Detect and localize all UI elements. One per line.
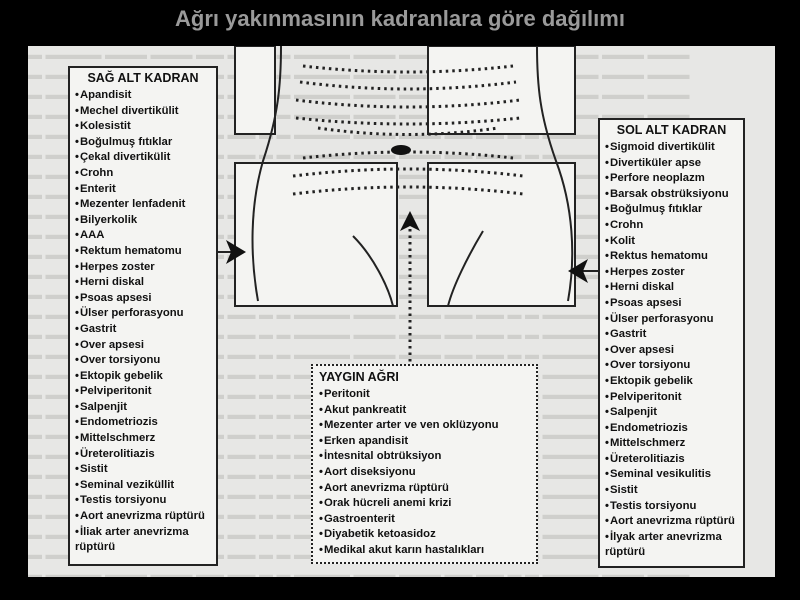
list-item: Salpenjit	[75, 400, 211, 416]
right-groin-line	[352, 235, 394, 307]
left-groin-line	[447, 230, 484, 307]
list-item: Herpes zoster	[75, 260, 211, 276]
list-item: Boğulmuş fıtıklar	[75, 135, 211, 151]
list-item: Boğulmuş fıtıklar	[605, 202, 738, 218]
list-item: Apandisit	[75, 88, 211, 104]
list-item: Sistit	[75, 462, 211, 478]
diffuse-pain-heading: YAYGIN AĞRI	[319, 370, 399, 384]
list-item: Çekal divertikülit	[75, 150, 211, 166]
lower-left-quadrant-frame	[427, 162, 576, 307]
list-item: Mezenter lenfadenit	[75, 197, 211, 213]
diffuse-pain-list: PeritonitAkut pankreatitMezenter arter v…	[319, 387, 530, 559]
list-item: Herni diskal	[75, 275, 211, 291]
list-item: Over apsesi	[75, 338, 211, 354]
list-item: Aort anevrizma rüptürü	[319, 481, 530, 497]
list-item: Gastrit	[75, 322, 211, 338]
left-lower-quadrant-list: Sigmoid divertikülitDivertiküler apsePer…	[605, 140, 738, 561]
right-lower-quadrant-list: ApandisitMechel divertikülitKolesistitBo…	[75, 88, 211, 556]
right-lower-quadrant-box: SAĞ ALT KADRAN ApandisitMechel divertikü…	[68, 66, 218, 566]
diffuse-pain-box: YAYGIN AĞRI PeritonitAkut pankreatitMeze…	[311, 364, 538, 564]
list-item: Perfore neoplazm	[605, 171, 738, 187]
left-lower-quadrant-heading: SOL ALT KADRAN	[616, 123, 727, 137]
list-item: Mittelschmerz	[605, 436, 738, 452]
list-item: Sistit	[605, 483, 738, 499]
list-item: Bilyerkolik	[75, 213, 211, 229]
list-item: Over torsiyonu	[75, 353, 211, 369]
list-item: Over torsiyonu	[605, 358, 738, 374]
list-item: Pelviperitonit	[605, 390, 738, 406]
list-item: İliak arter anevrizma	[75, 525, 211, 541]
list-item: Kolit	[605, 234, 738, 250]
list-item: Psoas apsesi	[605, 296, 738, 312]
list-item: Mittelschmerz	[75, 431, 211, 447]
list-item: Crohn	[605, 218, 738, 234]
list-item: Ülser perforasyonu	[605, 312, 738, 328]
scanned-figure: ▬ ▬▬▬▬ ▬▬▬ ▬▬▬ ▬▬ ▬▬ ▬ ▬ ▬▬▬▬ ▬▬▬ ▬▬▬ ▬▬…	[28, 46, 775, 577]
list-item: Herni diskal	[605, 280, 738, 296]
list-item: Endometriozis	[75, 415, 211, 431]
list-item: Enterit	[75, 182, 211, 198]
list-item: Rektus hematomu	[605, 249, 738, 265]
list-item: rüptürü	[75, 541, 116, 554]
list-item: Peritonit	[319, 387, 530, 403]
list-item: Divertiküler apse	[605, 156, 738, 172]
list-item: Ektopik gebelik	[75, 369, 211, 385]
list-item: Diyabetik ketoasidoz	[319, 527, 530, 543]
list-item: Gastrit	[605, 327, 738, 343]
list-item: Seminal vesikulitis	[605, 467, 738, 483]
lower-right-quadrant-frame	[234, 162, 398, 307]
list-item: Ülser perforasyonu	[75, 306, 211, 322]
list-item: Aort diseksiyonu	[319, 465, 530, 481]
list-item: İntesnital obtrüksiyon	[319, 449, 530, 465]
list-item: Üreterolitiazis	[605, 452, 738, 468]
list-item: Salpenjit	[605, 405, 738, 421]
list-item: Rektum hematomu	[75, 244, 211, 260]
list-item: İlyak arter anevrizma	[605, 530, 738, 546]
left-quadrant-arrowhead	[568, 259, 588, 283]
list-item: Medikal akut karın hastalıkları	[319, 543, 530, 559]
list-item: Herpes zoster	[605, 265, 738, 281]
list-item: Aort anevrizma rüptürü	[75, 509, 211, 525]
diffuse-pain-arrowhead	[400, 211, 420, 231]
list-item: Erken apandisit	[319, 434, 530, 450]
list-item: Mezenter arter ve ven oklüzyonu	[319, 418, 530, 434]
list-item: Mechel divertikülit	[75, 104, 211, 120]
left-lower-quadrant-box: SOL ALT KADRAN Sigmoid divertikülitDiver…	[598, 118, 745, 568]
right-lower-quadrant-heading: SAĞ ALT KADRAN	[87, 71, 199, 85]
list-item: Crohn	[75, 166, 211, 182]
list-item: Kolesistit	[75, 119, 211, 135]
list-item: Seminal veziküllit	[75, 478, 211, 494]
list-item: rüptürü	[605, 546, 646, 559]
list-item: Gastroenterit	[319, 512, 530, 528]
abdomen-quadrant-drawing	[218, 46, 598, 364]
list-item: Psoas apsesi	[75, 291, 211, 307]
list-item: Akut pankreatit	[319, 403, 530, 419]
upper-left-quadrant-frame	[427, 46, 576, 135]
navel-mark	[391, 145, 411, 155]
list-item: Endometriozis	[605, 421, 738, 437]
list-item: Ektopik gebelik	[605, 374, 738, 390]
list-item: AAA	[75, 228, 211, 244]
list-item: Aort anevrizma rüptürü	[605, 514, 738, 530]
list-item: Pelviperitonit	[75, 384, 211, 400]
list-item: Testis torsiyonu	[75, 493, 211, 509]
list-item: Üreterolitiazis	[75, 447, 211, 463]
torso-right-outline	[251, 46, 282, 302]
slide-title: Ağrı yakınmasının kadranlara göre dağılı…	[175, 6, 625, 31]
right-quadrant-arrowhead	[226, 240, 246, 264]
torso-left-outline	[536, 46, 574, 302]
list-item: Orak hücreli anemi krizi	[319, 496, 530, 512]
list-item: Barsak obstrüksiyonu	[605, 187, 738, 203]
list-item: Sigmoid divertikülit	[605, 140, 738, 156]
upper-right-quadrant-frame	[234, 46, 276, 135]
list-item: Over apsesi	[605, 343, 738, 359]
list-item: Testis torsiyonu	[605, 499, 738, 515]
